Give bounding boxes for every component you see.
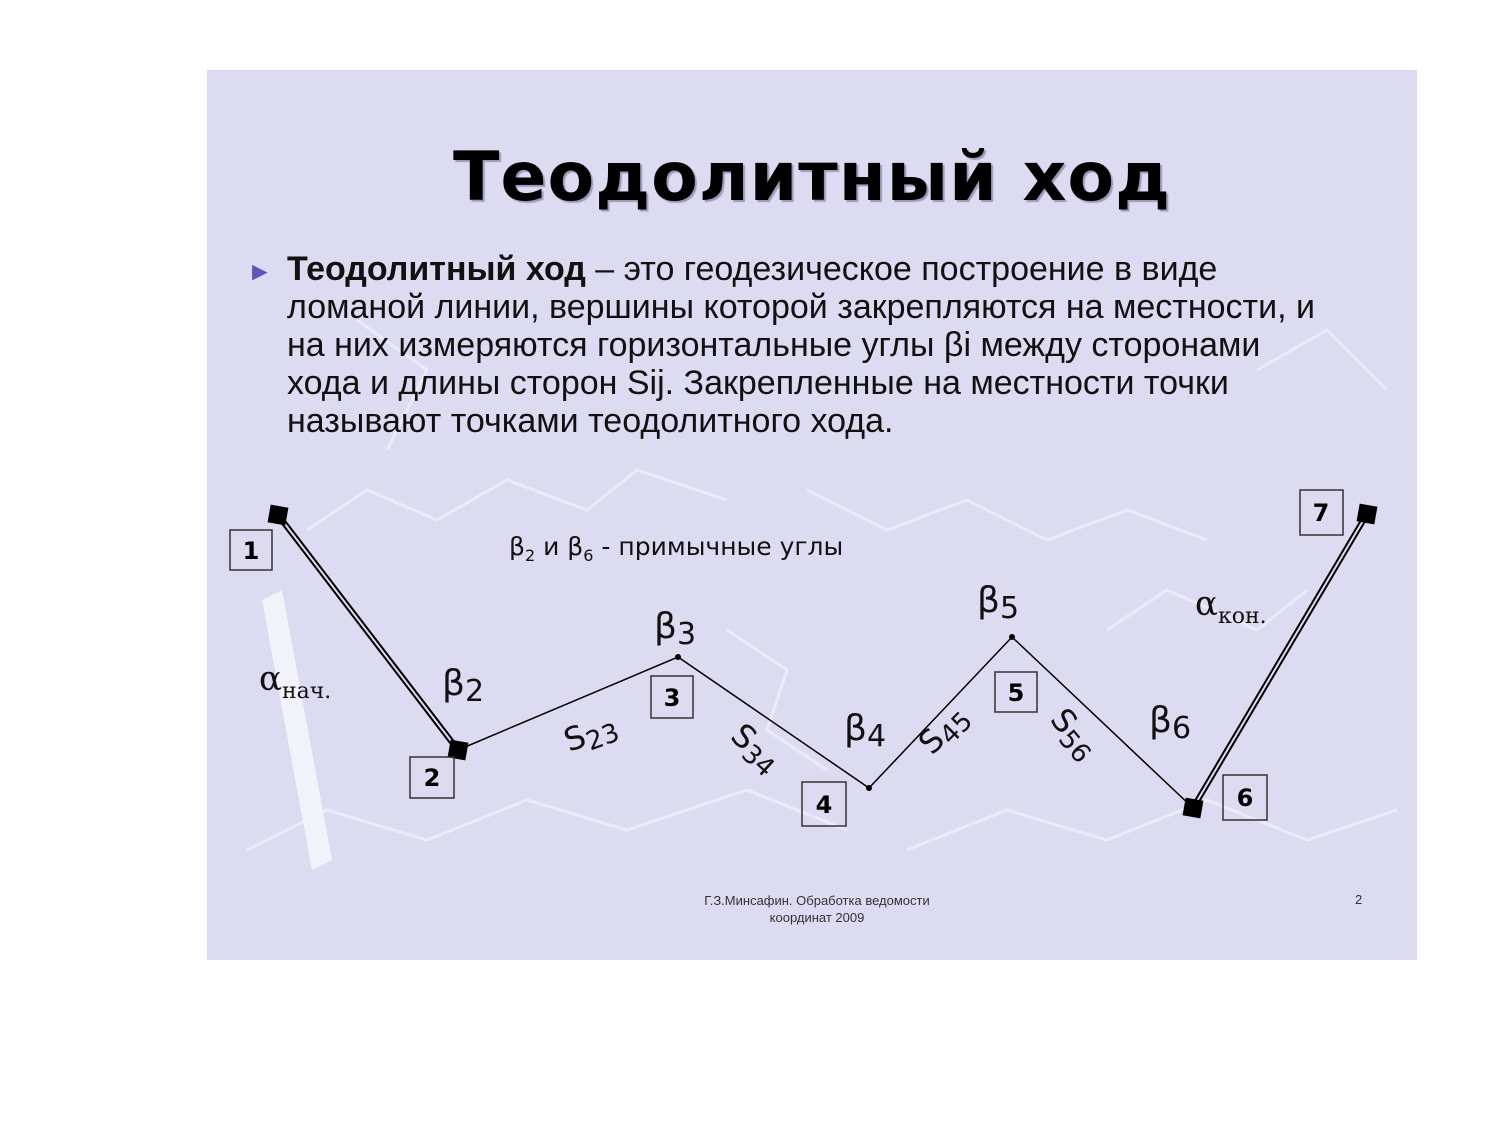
fixed-point-marker (267, 504, 289, 526)
bullet-definition: ► Теодолитный ход – это геодезическое по… (247, 250, 1347, 440)
angle-beta-6: β6 (1149, 700, 1191, 746)
svg-text:1: 1 (243, 537, 260, 565)
side-s56: S56 (1039, 701, 1106, 770)
compass-needle-icon (262, 590, 332, 870)
page-number: 2 (1355, 892, 1363, 907)
point-label-7: 7 (1299, 489, 1344, 536)
adjoining-angles-note: β2 и β6 - примычные углы (509, 532, 843, 565)
bullet-arrow-icon: ► (247, 256, 273, 286)
vertex-dot (866, 785, 872, 791)
bullet-term: Теодолитный ход (287, 250, 586, 288)
angle-beta-2: β2 (442, 663, 484, 709)
svg-text:6: 6 (1237, 784, 1254, 812)
point-label-2: 2 (409, 756, 455, 799)
angle-beta-4: β4 (844, 708, 886, 754)
svg-text:5: 5 (1008, 679, 1025, 707)
fixed-point-marker (1182, 797, 1204, 819)
svg-text:2: 2 (424, 764, 441, 792)
vertex-dot (675, 654, 681, 660)
svg-text:7: 7 (1313, 499, 1330, 527)
footer-line-2: координат 2009 (769, 910, 865, 925)
point-label-1: 1 (229, 529, 273, 571)
angle-alpha-start: αнач. (259, 659, 331, 704)
slide-footer: Г.З.Минсафин. Обработка ведомости коорди… (637, 892, 997, 926)
angle-beta-5: β5 (977, 580, 1019, 626)
svg-text:3: 3 (664, 684, 681, 712)
fixed-point-marker (447, 739, 469, 761)
start-side (275, 513, 461, 752)
background-map-lines (246, 318, 1398, 870)
end-side (1190, 512, 1370, 810)
point-label-5: 5 (994, 671, 1038, 713)
point-label-6: 6 (1222, 774, 1268, 821)
fixed-point-marker (1356, 503, 1378, 525)
side-s23: S23 (559, 706, 624, 765)
point-label-3: 3 (650, 675, 694, 719)
svg-text:4: 4 (816, 791, 833, 819)
angle-beta-3: β3 (654, 606, 696, 652)
traverse-diagram: 1 2 3 4 5 6 7 β2 и β6 - примычные углы α… (229, 489, 1378, 827)
point-label-4: 4 (801, 781, 847, 827)
footer-line-1: Г.З.Минсафин. Обработка ведомости (704, 893, 930, 908)
slide-title: Теодолитный ход (452, 138, 1171, 217)
bullet-text: – это геодезическое построение в виде ло… (287, 250, 1316, 440)
angle-alpha-end: αкон. (1195, 584, 1267, 629)
vertex-dot (1009, 634, 1015, 640)
slide: Теодолитный ход ► Теодолитный ход – это … (207, 70, 1417, 960)
